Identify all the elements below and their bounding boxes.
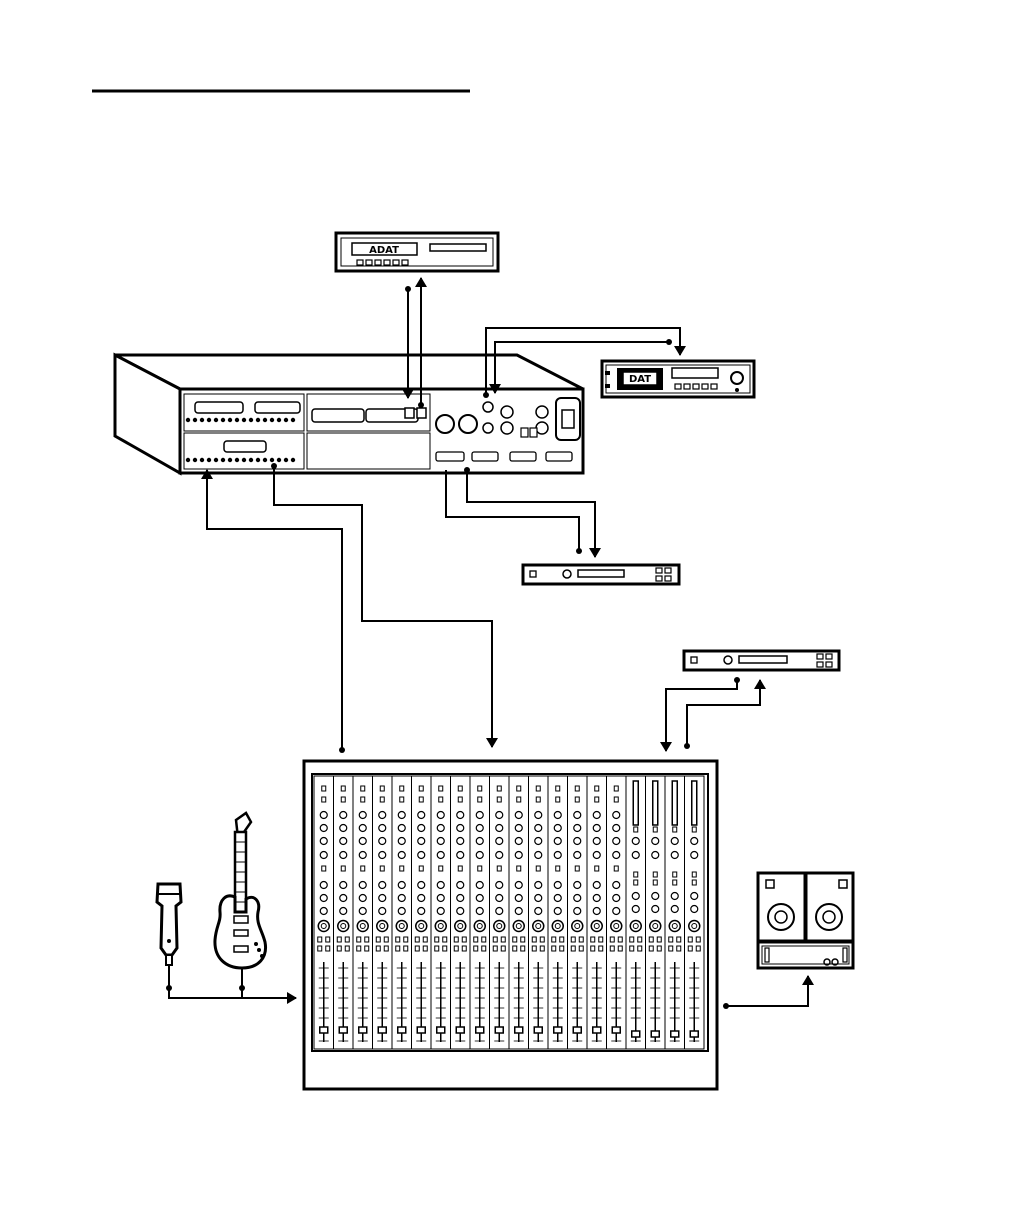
mixing-console xyxy=(304,761,717,1089)
audio-interface xyxy=(115,355,583,473)
electric-guitar xyxy=(215,813,266,968)
adat-label: ADAT xyxy=(369,245,399,256)
dat-label: DAT xyxy=(629,374,651,385)
effects-unit-1 xyxy=(523,565,679,584)
mixer-channel-strips xyxy=(314,776,704,1049)
effects-unit-2 xyxy=(684,651,839,670)
dat-recorder: DAT xyxy=(602,361,754,397)
studio-monitors xyxy=(758,873,853,968)
adat-recorder: ADAT xyxy=(336,233,498,271)
microphone xyxy=(157,884,181,965)
